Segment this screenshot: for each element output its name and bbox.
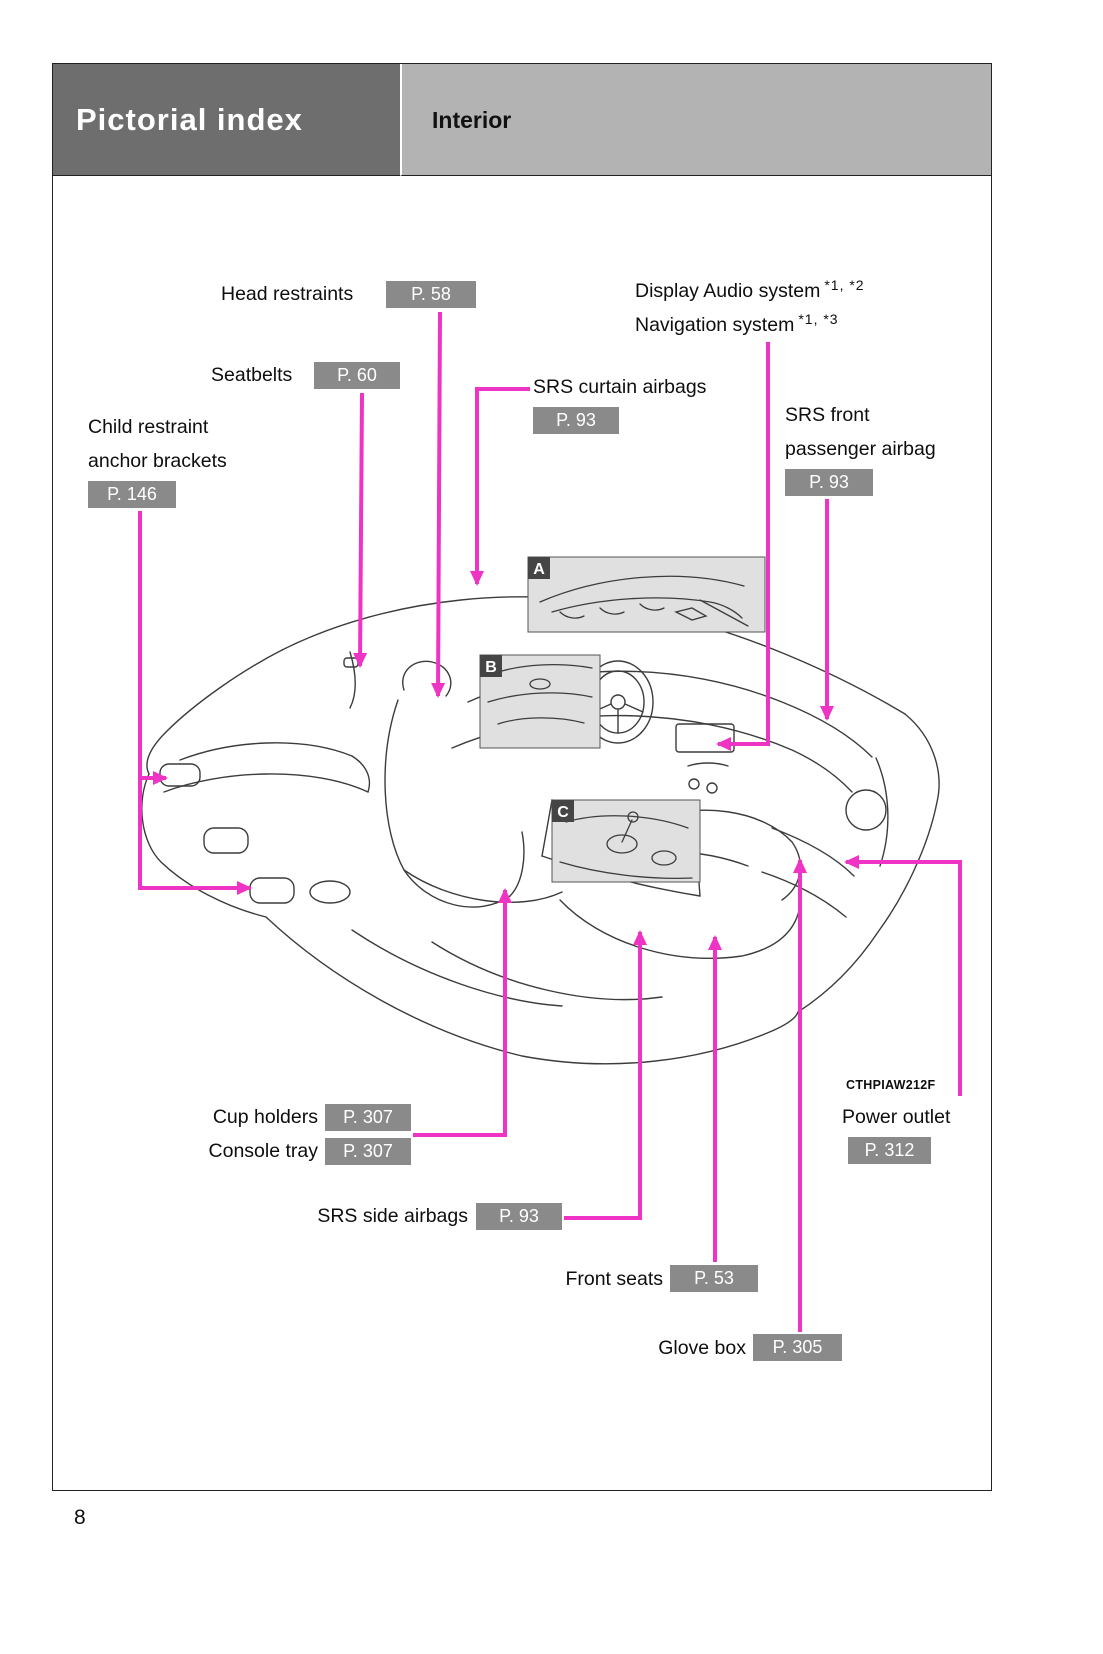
page-ref-power-outlet: P. 312 xyxy=(848,1137,931,1164)
inset-a-label: A xyxy=(533,561,545,578)
label-child-restraint-line2: anchor brackets xyxy=(88,450,227,472)
page-ref-head-restraints: P. 58 xyxy=(386,281,476,308)
page-ref-cup-holders: P. 307 xyxy=(325,1104,411,1131)
section-title: Pictorial index xyxy=(76,102,303,137)
callout-line-cup-console xyxy=(413,888,512,1137)
label-cup-holders: Cup holders xyxy=(212,1106,318,1128)
page-number: 8 xyxy=(74,1506,86,1529)
callout-line-child-restraint-lower xyxy=(138,511,252,895)
page-ref-srs-front-passenger: P. 93 xyxy=(785,469,873,496)
page-ref-front-seats: P. 53 xyxy=(670,1265,758,1292)
navigation-footnote: *1, *3 xyxy=(798,311,839,327)
inset-c: C xyxy=(551,799,701,883)
label-srs-side-airbags: SRS side airbags xyxy=(317,1205,468,1227)
figure-code: CTHPIAW212F xyxy=(846,1078,936,1092)
page-ref-child-restraint: P. 146 xyxy=(88,481,176,508)
page-ref-console-tray: P. 307 xyxy=(325,1138,411,1165)
callout-line-display-audio xyxy=(716,342,770,751)
inset-c-label: C xyxy=(557,804,569,821)
page-ref-srs-curtain-airbags: P. 93 xyxy=(533,407,619,434)
label-console-tray: Console tray xyxy=(208,1140,318,1162)
callout-line-head-restraints xyxy=(431,311,446,698)
chapter-title: Interior xyxy=(432,107,512,133)
label-child-restraint-line1: Child restraint xyxy=(88,416,209,438)
callout-line-srs-side xyxy=(564,930,647,1220)
page-ref-glove-box: P. 305 xyxy=(753,1334,842,1361)
callout-line-seatbelts xyxy=(353,392,368,668)
label-srs-front-line2: passenger airbag xyxy=(785,438,936,460)
chapter-title-box: Interior xyxy=(400,64,991,176)
section-title-box: Pictorial index xyxy=(53,64,400,176)
label-front-seats: Front seats xyxy=(565,1268,663,1290)
callout-lines xyxy=(138,311,962,1332)
page-ref-srs-side-airbags: P. 93 xyxy=(476,1203,562,1230)
inset-a: A xyxy=(527,556,766,633)
callout-line-power-outlet xyxy=(844,855,962,1096)
label-navigation-system: Navigation system*1, *3 xyxy=(635,311,839,336)
display-audio-footnote: *1, *2 xyxy=(824,277,865,293)
label-srs-curtain-airbags: SRS curtain airbags xyxy=(533,376,707,398)
label-display-audio: Display Audio system*1, *2 xyxy=(635,277,865,302)
label-seatbelts: Seatbelts xyxy=(211,364,293,386)
label-power-outlet: Power outlet xyxy=(842,1106,951,1128)
label-srs-front-line1: SRS front xyxy=(785,404,870,426)
inset-b-label: B xyxy=(485,659,497,676)
callout-line-srs-curtain xyxy=(470,387,530,586)
page-ref-seatbelts: P. 60 xyxy=(314,362,400,389)
label-glove-box: Glove box xyxy=(658,1337,746,1359)
label-head-restraints: Head restraints xyxy=(221,283,354,305)
inset-b: B xyxy=(479,654,601,749)
